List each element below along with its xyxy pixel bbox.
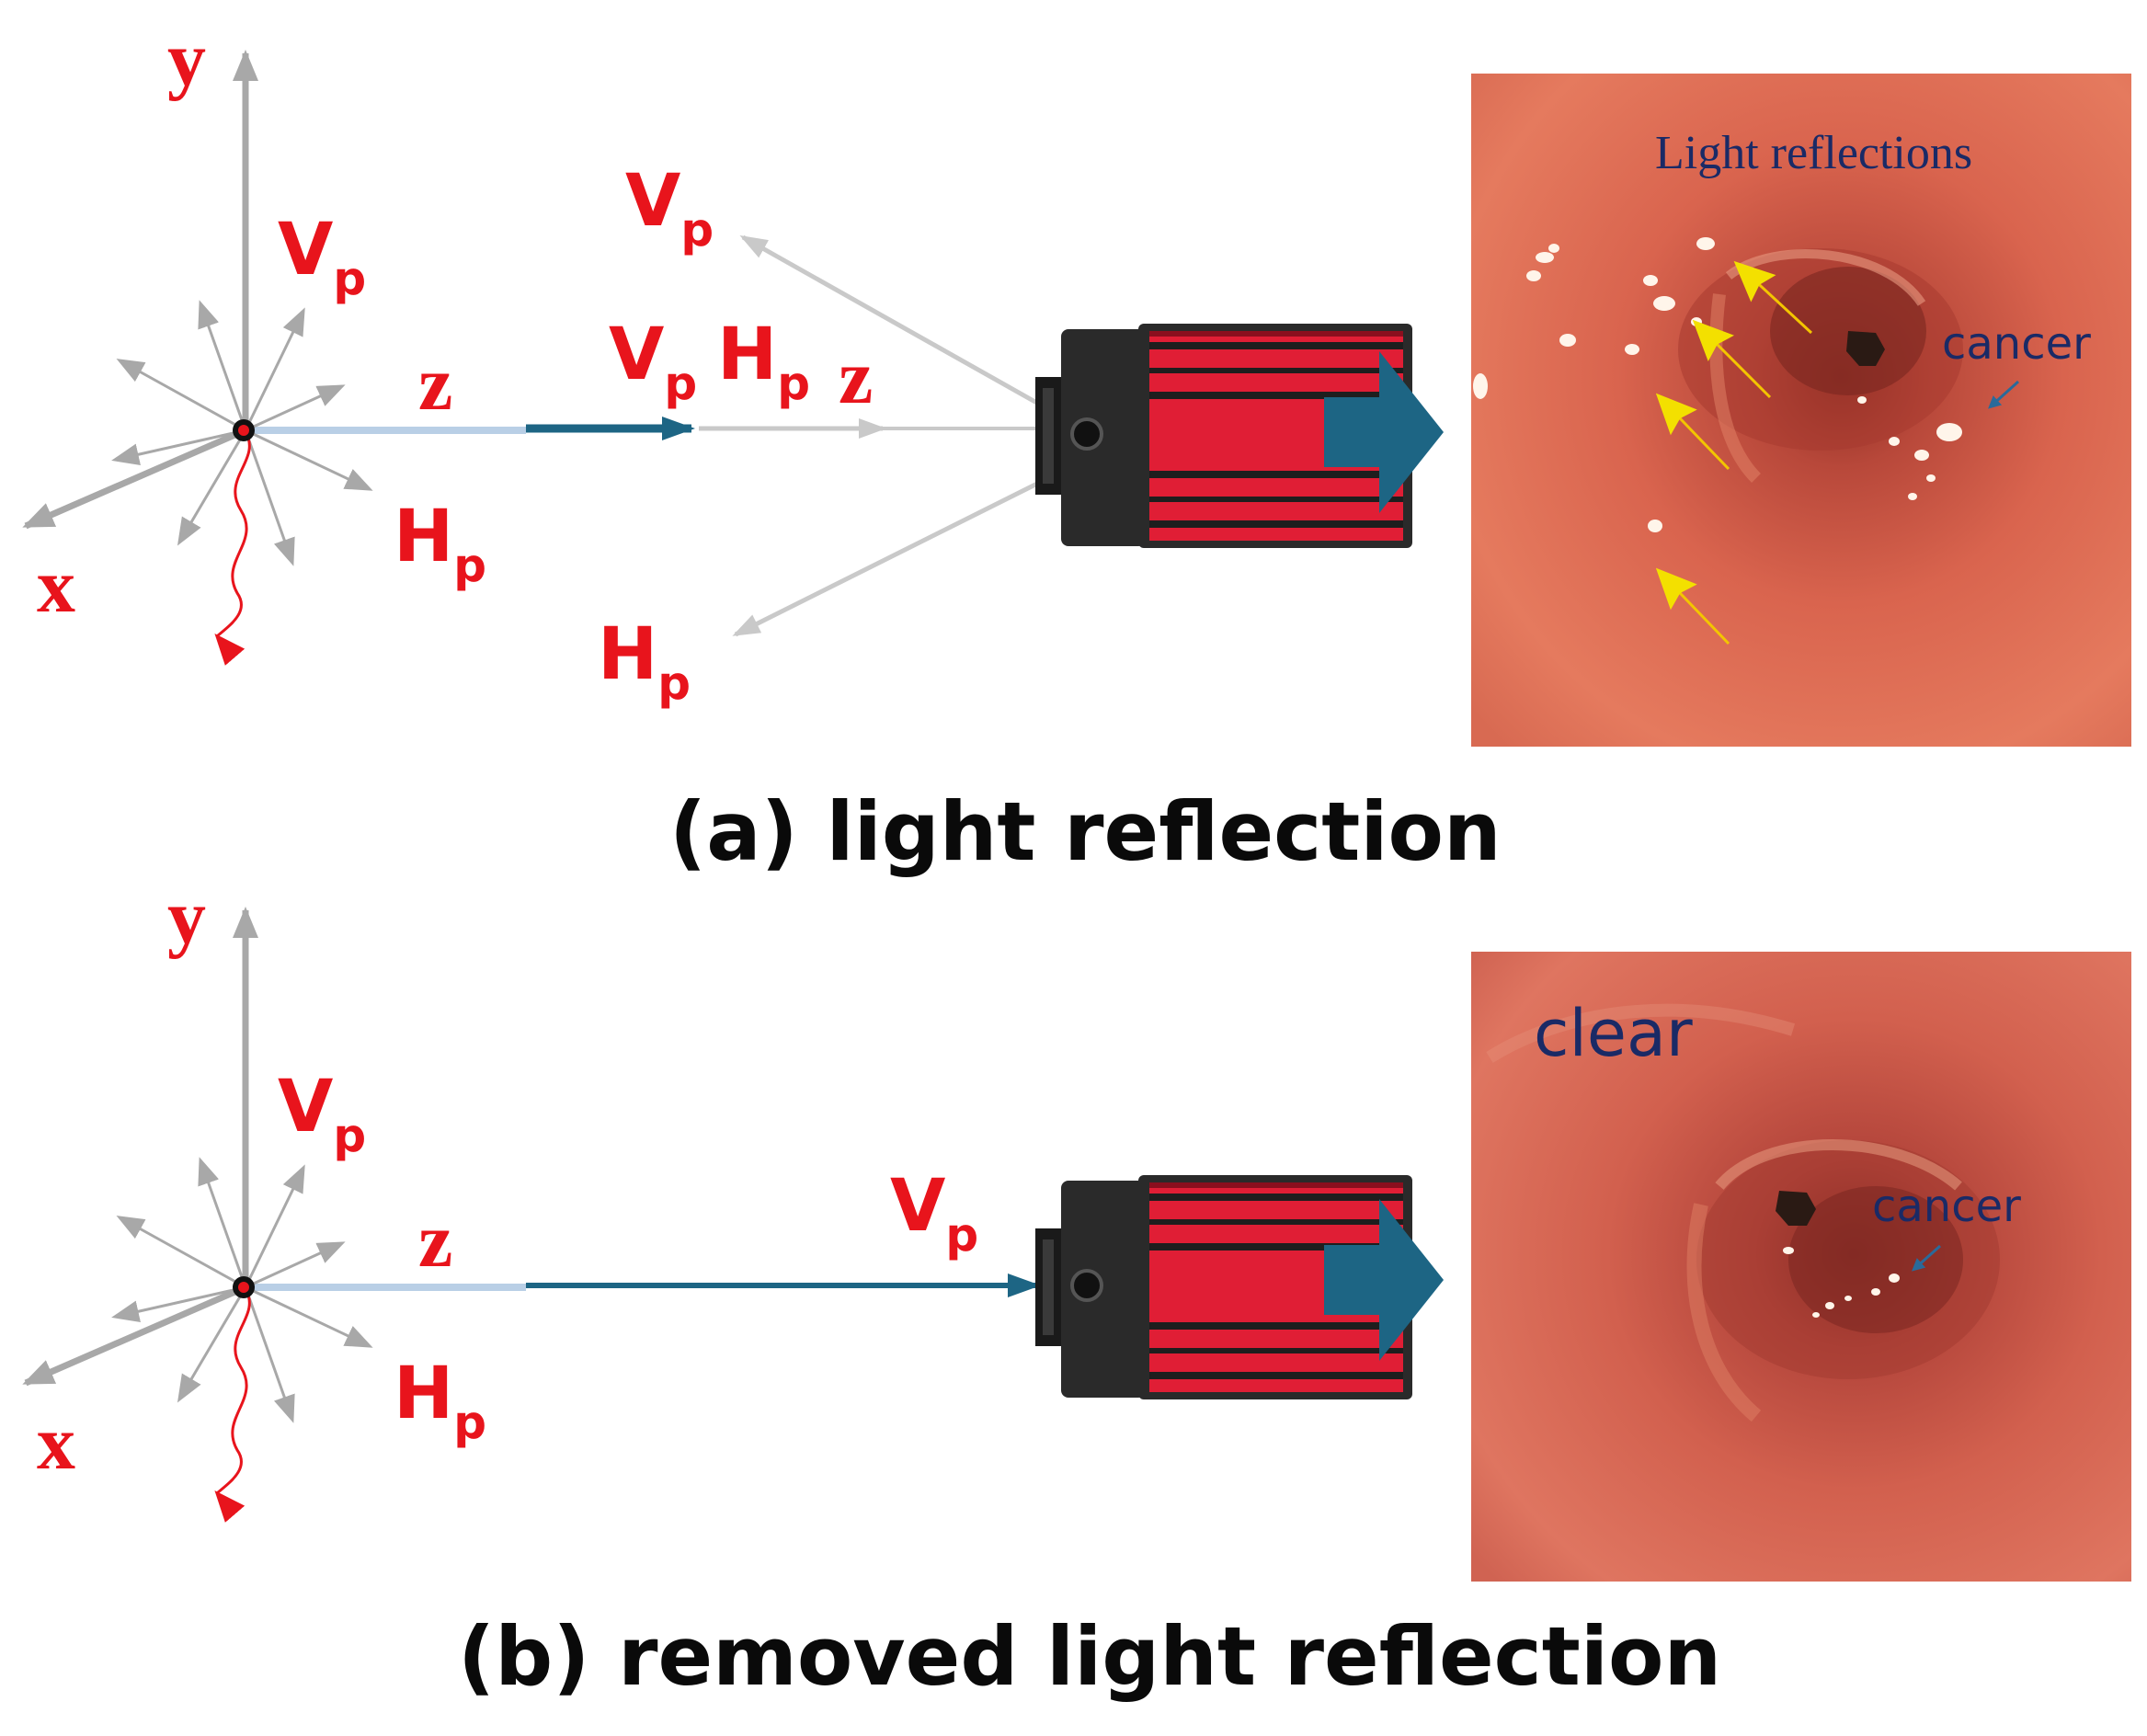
label-vp-left: Vp: [278, 1066, 366, 1162]
panel-a: y x z Vp Hp Vp Vp Hp z Hp: [22, 17, 2131, 879]
label-cancer-b: cancer: [1872, 1181, 2021, 1232]
beam-b: Vp: [526, 1165, 1041, 1297]
label-vp-left: Vp: [278, 209, 366, 305]
cancer-lesion: [1776, 1191, 1816, 1226]
label-clear: clear: [1534, 996, 1693, 1071]
right-arrow-icon: [1324, 1199, 1444, 1361]
unpolarized-wave: [214, 1288, 251, 1523]
label-vp-beam: Vp: [609, 314, 697, 410]
coordinate-axes-b: y x z Vp Hp: [22, 874, 526, 1523]
label-vp-beam: Vp: [890, 1165, 978, 1262]
right-arrow-icon: [1324, 351, 1444, 513]
endoscopy-image-b: clear cancer: [1471, 952, 2131, 1582]
axis-label-y: y: [167, 17, 206, 102]
axis-label-x: x: [37, 1400, 75, 1486]
label-hp-beam: Hp: [717, 314, 810, 410]
axis-label-y: y: [167, 874, 206, 960]
reflected-h-ray: [732, 475, 1050, 637]
axis-label-x: x: [37, 543, 75, 629]
unpolarized-wave: [214, 431, 251, 666]
label-cancer-a: cancer: [1942, 318, 2091, 370]
cancer-lesion: [1846, 331, 1885, 366]
reflected-v-ray: [739, 234, 1050, 412]
panel-b: y x z Vp Hp Vp: [22, 874, 2131, 1704]
reflection-arrows: [1655, 260, 1813, 645]
caption-a: (a) light reflection: [669, 784, 1502, 879]
caption-b: (b) removed light reflection: [458, 1609, 1721, 1704]
label-light-reflections: Light reflections: [1655, 127, 1972, 179]
cancer-pointer-b: [1912, 1244, 1941, 1272]
cancer-pointer-a: [1988, 380, 2020, 409]
residual-specks: [1783, 1247, 1900, 1318]
label-vp-top: Vp: [625, 160, 714, 257]
label-hp-left: Hp: [394, 1353, 486, 1449]
label-hp-bottom: Hp: [598, 613, 691, 710]
x-axis: [22, 427, 247, 530]
light-reflection-spots: [1473, 237, 1962, 532]
camera-icon: [1035, 324, 1412, 548]
label-hp-left: Hp: [394, 496, 486, 592]
x-axis: [22, 1284, 247, 1387]
axis-label-z: z: [418, 1198, 452, 1284]
polarization-spokes-b: [111, 1157, 373, 1423]
polarization-spokes-a: [111, 300, 373, 566]
endoscopy-image-a: Light reflections cancer: [1471, 74, 2131, 747]
beam-a: Vp Vp Hp z Hp: [526, 160, 1050, 710]
coordinate-axes-a: y x z Vp Hp: [22, 17, 526, 666]
axis-label-z: z: [418, 341, 452, 427]
label-z-beam: z: [839, 335, 873, 420]
